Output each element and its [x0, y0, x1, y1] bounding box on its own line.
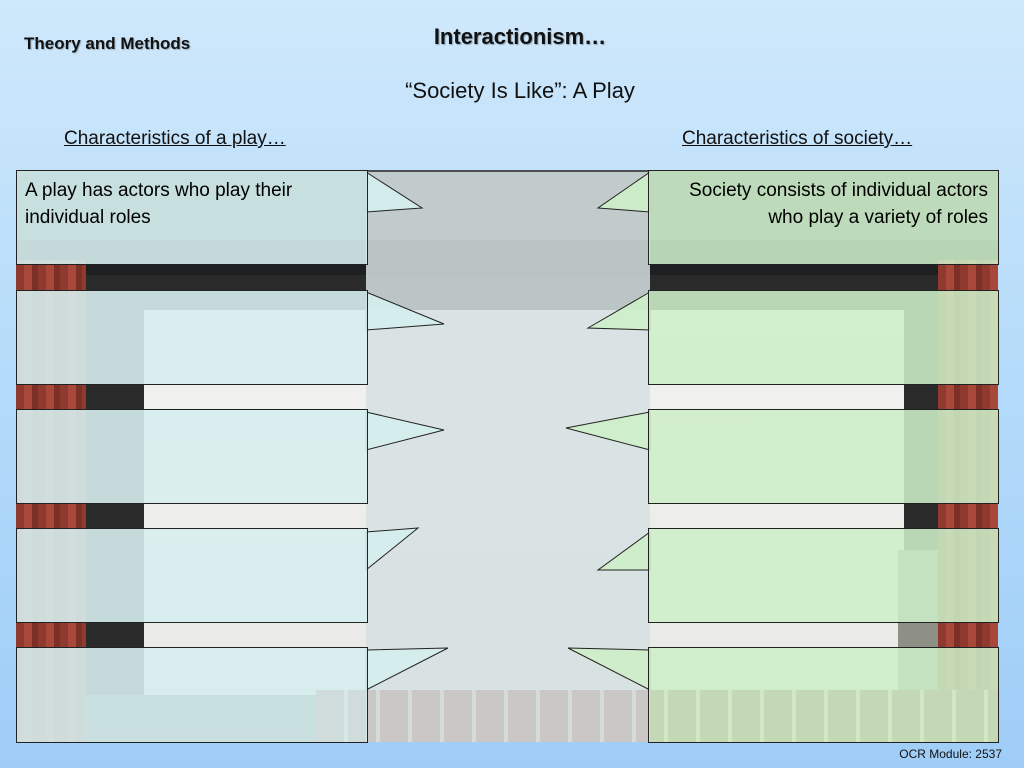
society-box-2[interactable] — [648, 290, 999, 385]
page-title: Interactionism… — [433, 24, 607, 49]
module-footer: OCR Module: 2537 — [899, 747, 1002, 761]
society-column-heading: Characteristics of society… — [682, 128, 913, 149]
society-box-5[interactable] — [648, 647, 999, 743]
play-text-1: A play has actors who play their individ… — [25, 180, 293, 228]
center-panel — [366, 172, 650, 742]
society-box-1[interactable]: Society consists of individual actors wh… — [648, 170, 999, 265]
section-title: Theory and Methods — [24, 34, 191, 53]
play-column-heading: Characteristics of a play… — [64, 128, 286, 149]
play-box-3[interactable] — [16, 409, 368, 504]
society-box-3[interactable] — [648, 409, 999, 504]
play-box-1[interactable]: A play has actors who play their individ… — [16, 170, 368, 265]
play-box-4[interactable] — [16, 528, 368, 623]
play-box-5[interactable] — [16, 647, 368, 743]
society-text-1: Society consists of individual actors wh… — [689, 180, 988, 228]
play-box-2[interactable] — [16, 290, 368, 385]
society-box-4[interactable] — [648, 528, 999, 623]
page-subtitle: “Society Is Like”: A Play — [405, 78, 635, 103]
